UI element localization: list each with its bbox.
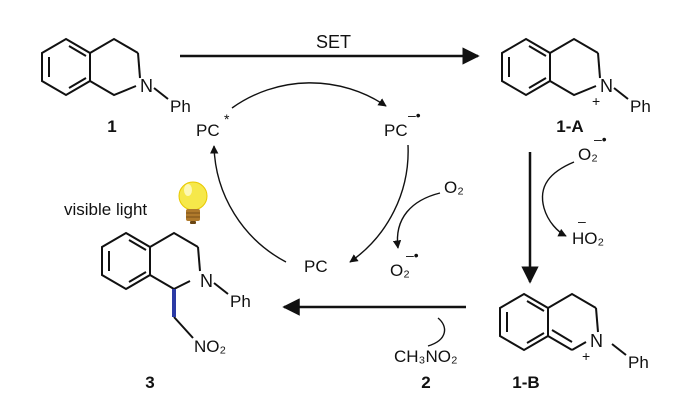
cycle-arc-right [349, 144, 409, 263]
c1-number: 1 [107, 117, 116, 136]
compound-1a [501, 37, 629, 100]
pc-ground: PC [304, 257, 328, 276]
cycle-superoxide: O₂ [390, 261, 410, 280]
compound-1 [41, 37, 169, 100]
c1a-number: 1-A [556, 117, 583, 136]
c1-n-atom: N [140, 76, 153, 96]
pc-reduced: PC [384, 121, 408, 140]
ox-superoxide-mark: –• [594, 131, 607, 147]
pc-excited-mark: * [224, 111, 230, 127]
ox-hydroperoxide: HO₂ [572, 229, 604, 248]
nitromethane-formula: CH₃NO₂ [394, 347, 458, 366]
ox-hydroperoxide-mark: – [578, 213, 586, 229]
set-label: SET [316, 32, 351, 52]
pc-excited: PC [196, 121, 220, 140]
o2-uptake-arc [392, 192, 441, 249]
c1b-number: 1-B [512, 373, 539, 392]
cycle-arc-top [231, 82, 387, 109]
c1a-n-atom: N [600, 76, 613, 96]
c1a-ph-label: Ph [630, 97, 651, 116]
c3-ph-label: Ph [230, 292, 251, 311]
catalytic-cycle [209, 82, 575, 347]
lightbulb-icon [178, 181, 208, 224]
cycle-superoxide-mark: –• [406, 247, 419, 263]
c1b-charge: + [582, 348, 590, 364]
c1b-ph-label: Ph [628, 353, 649, 372]
c1-ph-label: Ph [170, 97, 191, 116]
nitromethane-number: 2 [421, 373, 430, 392]
nitromethane-arc [427, 317, 446, 347]
cycle-arc-left [209, 145, 287, 263]
visible-light-label: visible light [64, 200, 147, 219]
ox-superoxide: O₂ [578, 145, 598, 164]
superoxide-arc [541, 161, 575, 237]
compound-1b [499, 292, 627, 356]
c3-ring-bond [149, 274, 175, 290]
o2-label: O₂ [444, 178, 464, 197]
c3-number: 3 [145, 373, 154, 392]
c1a-charge: + [592, 93, 600, 109]
c3-n-atom: N [200, 271, 213, 291]
pc-reduced-mark: –• [408, 107, 421, 123]
compound-3 [101, 231, 229, 339]
c1b-n-atom: N [590, 331, 603, 351]
c3-nitro-label: NO₂ [194, 337, 226, 356]
